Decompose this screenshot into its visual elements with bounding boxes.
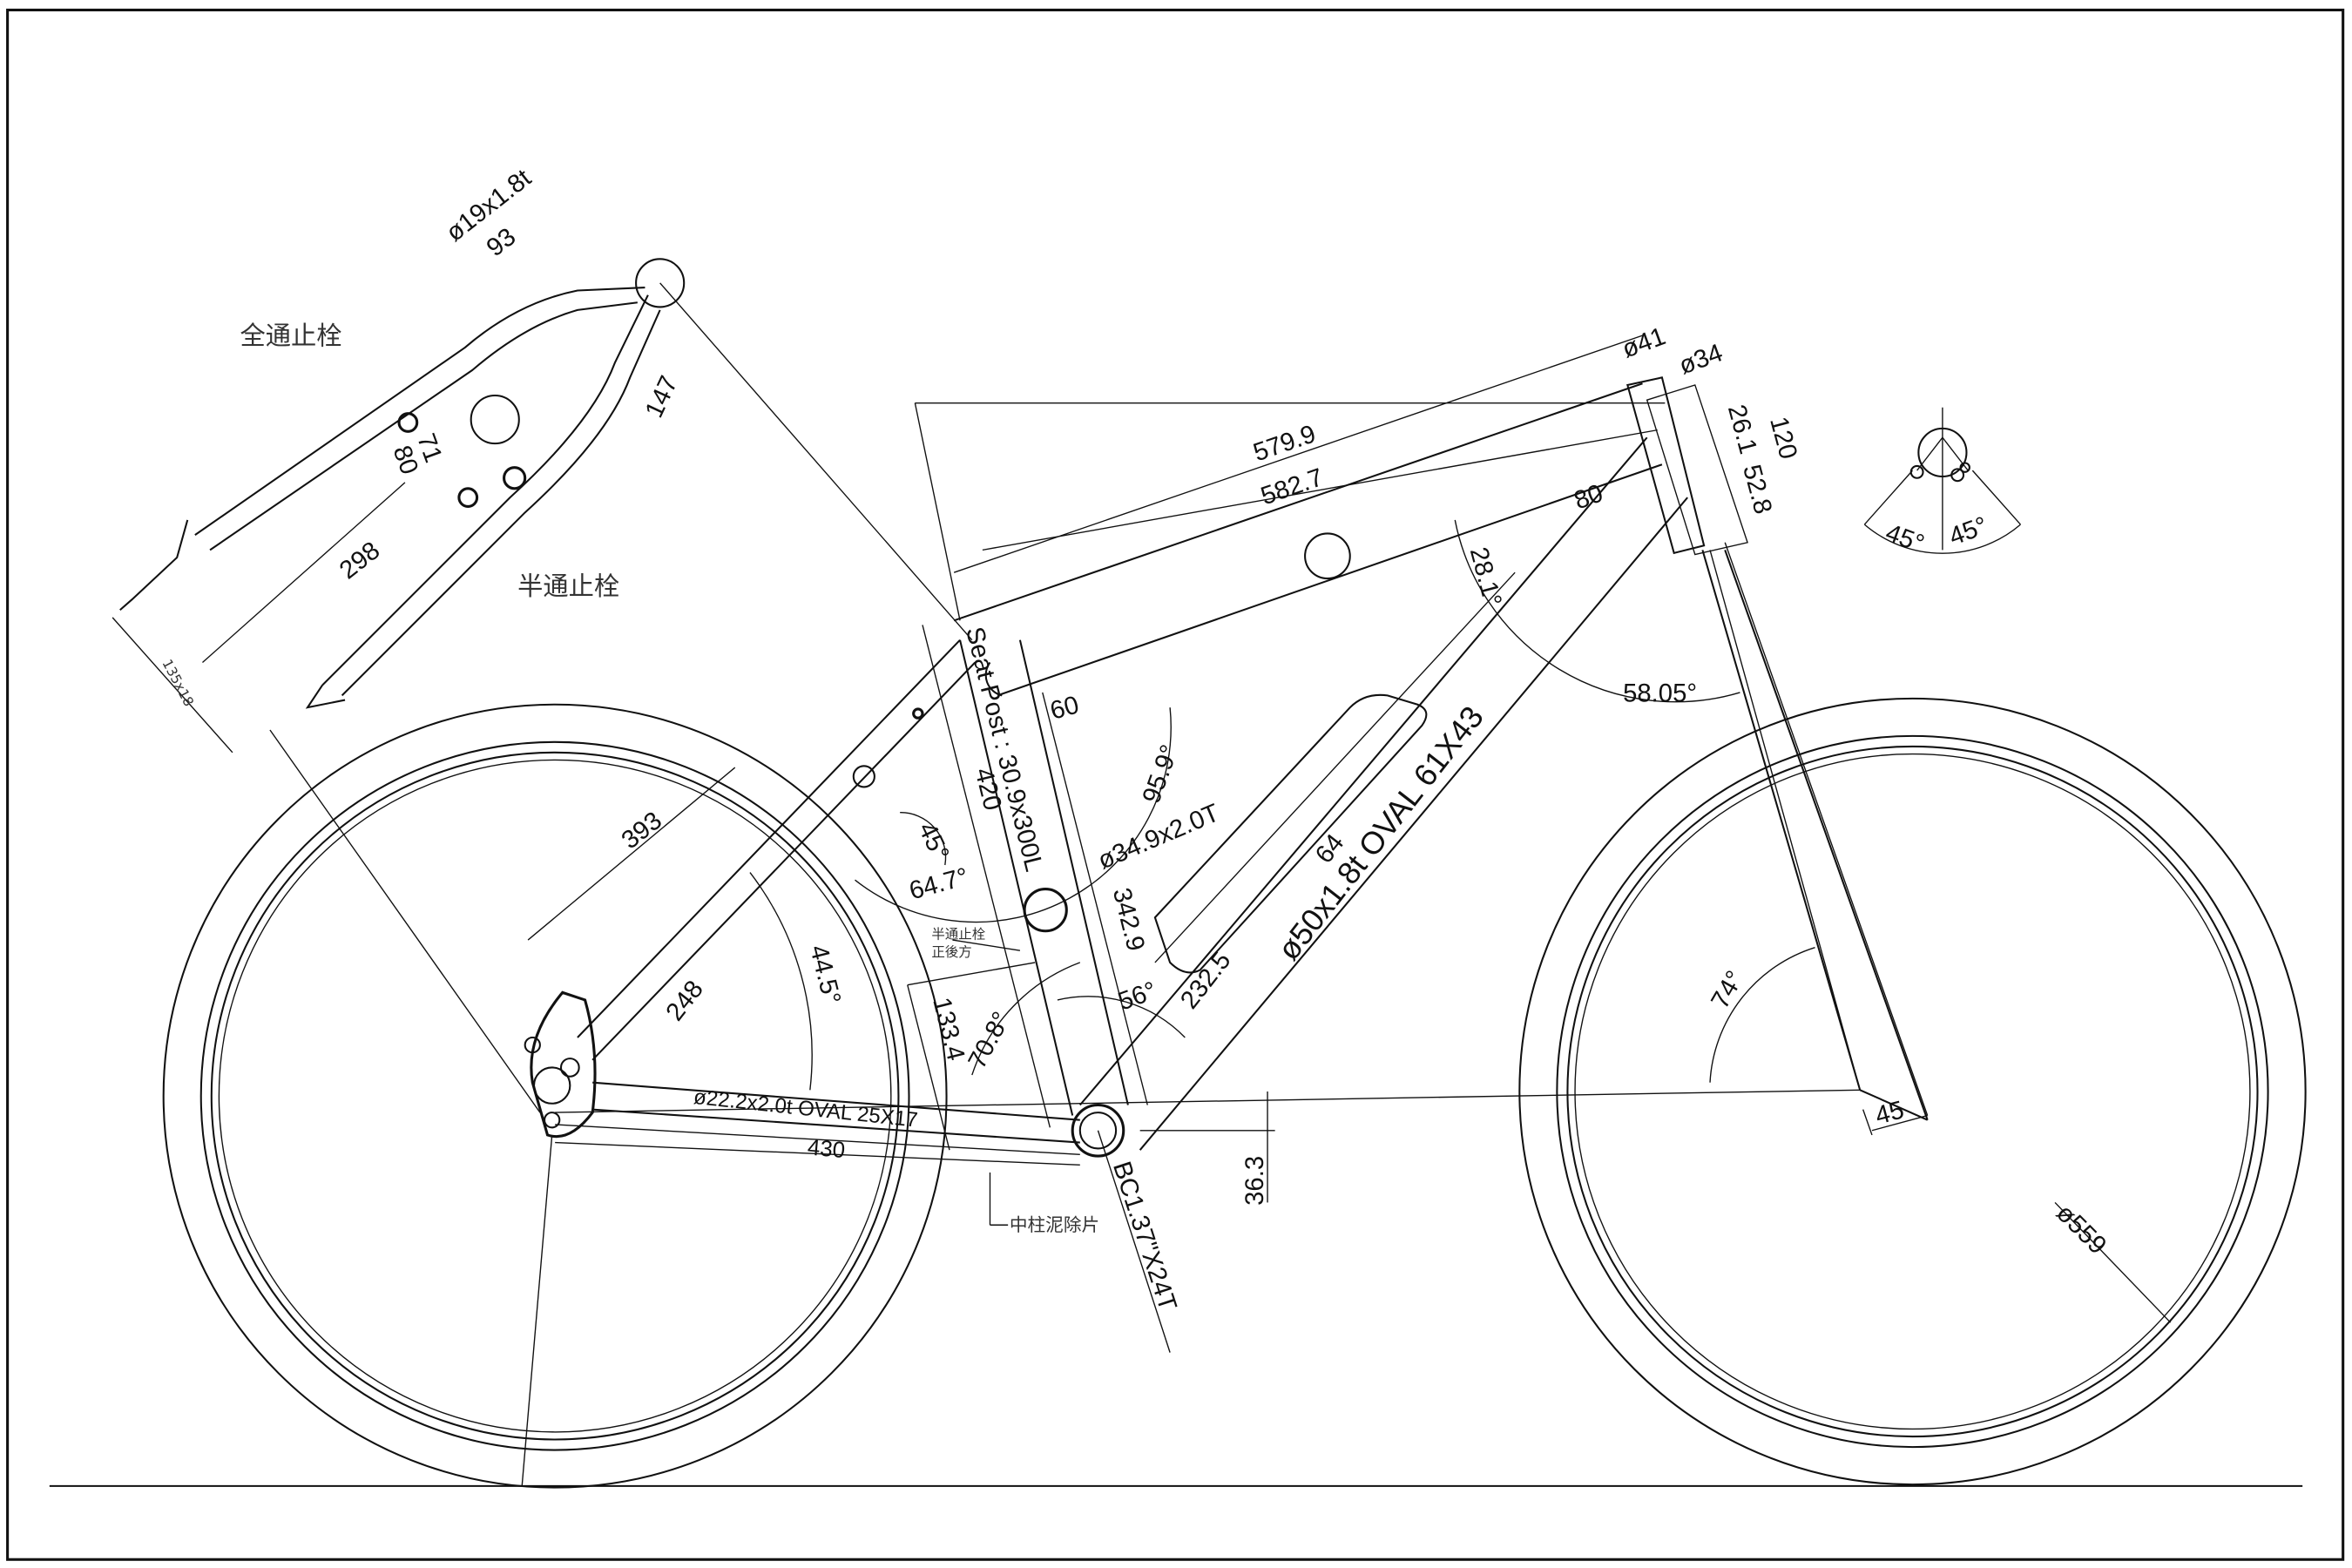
wheel-diameter: ø559 xyxy=(2051,1200,2112,1260)
angle-top-head: 28.1° xyxy=(1464,544,1507,610)
top-tube-outer: 579.9 xyxy=(1250,420,1320,467)
head-tube-length: 120 xyxy=(1764,414,1802,462)
rack-depth: 147 xyxy=(640,372,684,422)
angle-45-seat: 45° xyxy=(912,818,954,865)
labels: ø19x1.8t 93 全通止栓 147 71 80 298 半通止栓 135x… xyxy=(159,165,2111,1315)
head-tube-dia-outer: ø41 xyxy=(1619,322,1669,363)
seat-post-spec: Seat Post : 30.9x300L xyxy=(960,625,1048,875)
rear-rack xyxy=(112,258,686,754)
chainstay-length: 430 xyxy=(807,1135,846,1163)
rack-width: 93 xyxy=(482,223,521,262)
head-tube-dim-b: 52.8 xyxy=(1737,462,1777,517)
chainstay-spec: ø22.2x2.0t OVAL 25X17 xyxy=(693,1085,919,1132)
bb-drop: 36.3 xyxy=(1241,1156,1269,1206)
drawing-border xyxy=(6,8,2345,1561)
fork-offset: 45 xyxy=(1872,1096,1907,1130)
angle-70: 70.8° xyxy=(963,1008,1016,1074)
head-tube-dim-a: 26.1 xyxy=(1722,402,1762,456)
dim-133: 133.4 xyxy=(927,995,970,1064)
down-tube-spec: ø50x1.8t OVAL 61X43 xyxy=(1270,700,1490,967)
seat-tube-ct: 342.9 xyxy=(1107,885,1150,954)
down-tube-angle: 56° xyxy=(1114,977,1160,1016)
angle-64-seat: 64.7° xyxy=(906,863,971,906)
bottom-bracket xyxy=(1071,1103,1125,1158)
head-tube-dia-inner: ø34 xyxy=(1675,339,1726,380)
note-half-boss: 半通止栓 xyxy=(517,571,619,601)
rear-wheel xyxy=(162,703,948,1489)
note-full-boss: 全通止栓 xyxy=(240,321,342,350)
note-rear-seat: 正後方 xyxy=(931,944,971,960)
note-fender: 中柱泥除片 xyxy=(1010,1214,1099,1235)
frame xyxy=(524,376,1929,1158)
rack-bottom-dim: 135x18 xyxy=(159,657,196,709)
seat-stay-393: 393 xyxy=(617,807,667,855)
front-wheel xyxy=(1518,697,2307,1486)
angle-front-head: 58.05° xyxy=(1623,679,1697,707)
head-tube-detail xyxy=(1863,407,2021,554)
head-angle-74: 74° xyxy=(1707,966,1750,1013)
seat-boss-60: 60 xyxy=(1047,691,1082,725)
bb-spec: BC1.37"X24T xyxy=(1107,1159,1181,1315)
seat-angle: 95.9° xyxy=(1138,741,1185,807)
down-tube-length: 232.5 xyxy=(1175,947,1236,1014)
rack-length: 298 xyxy=(335,537,385,585)
stay-248: 248 xyxy=(661,976,709,1026)
angle-44: 44.5° xyxy=(804,943,846,1007)
dimension-lines xyxy=(269,282,1929,1486)
note-half-boss-seat: 半通止栓 xyxy=(931,926,985,942)
head-angle-left: 45° xyxy=(1882,519,1928,558)
